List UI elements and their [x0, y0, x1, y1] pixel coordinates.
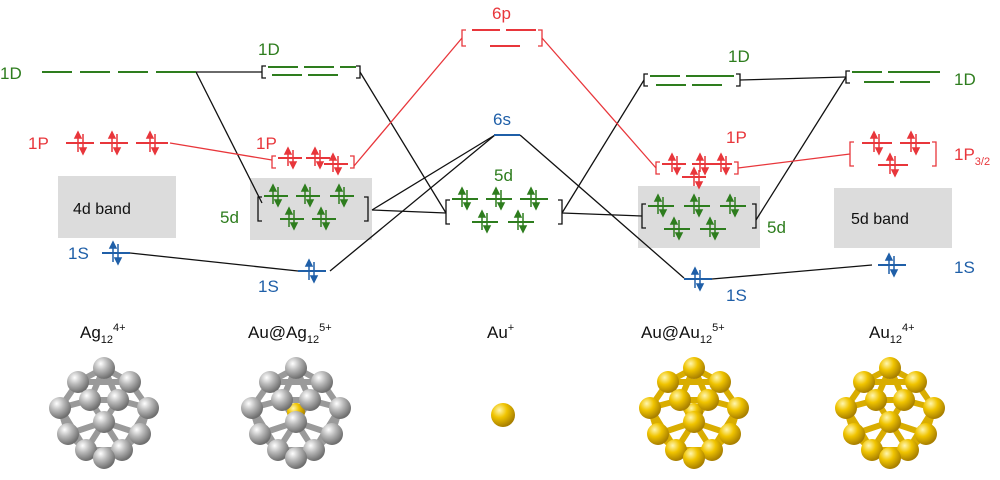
species-name-au: Au+	[487, 322, 514, 342]
ag-1p-electrons	[73, 130, 160, 156]
auag-1d-levels	[268, 66, 356, 76]
au12-1p-label: 1P3/2	[954, 145, 990, 168]
ag12-cluster-image	[49, 357, 159, 469]
ag-1p-label: 1P	[28, 134, 49, 153]
au-6s-label: 6s	[493, 110, 511, 129]
auau-1s-electrons	[690, 266, 705, 292]
auag-5d-electrons	[268, 183, 349, 231]
auag-5d-label: 5d	[220, 208, 239, 227]
species-name-au12: Au124+	[869, 322, 915, 346]
ag-1d-label: 1D	[0, 64, 22, 83]
ag-4d-band-label: 4d band	[73, 201, 131, 218]
au-5d-label: 5d	[494, 166, 513, 185]
au12-1p-bracket	[849, 141, 937, 167]
auau-1p-bracket	[655, 161, 739, 175]
auau-1s-label: 1S	[726, 286, 747, 305]
au-5d-levels	[452, 198, 548, 223]
au-6p-bracket	[461, 29, 543, 47]
auau-1d-levels	[650, 75, 734, 86]
auau-1d-bracket	[643, 73, 741, 87]
auau12-cluster-image	[639, 357, 749, 469]
connector-lines	[129, 37, 873, 280]
auag-5d-bracket	[257, 196, 369, 222]
au12-1d-levels	[852, 71, 940, 83]
au12-cluster-image	[835, 357, 945, 469]
auau-5d-electrons	[653, 193, 740, 241]
au12-1d-label: 1D	[954, 70, 976, 89]
auag12-cluster-image	[241, 357, 351, 469]
auag-1p-bracket	[271, 155, 355, 169]
species-name-auag12: Au@Ag125+	[248, 322, 332, 346]
species-name-ag12: Ag124+	[80, 322, 126, 346]
au12-1s-electrons	[884, 252, 899, 278]
au-5d-electrons	[457, 186, 541, 234]
auau-1d-label: 1D	[728, 47, 750, 66]
ag-4d-band-box	[58, 176, 176, 238]
au12-5d-band-box	[834, 188, 952, 248]
auau-5d-levels	[648, 205, 746, 230]
auag-5d-levels	[264, 195, 354, 220]
species-name-auau12: Au@Au125+	[641, 322, 725, 346]
auag-1s-electrons	[304, 258, 319, 284]
auau-1p-electrons	[667, 152, 731, 190]
au12-1p-levels	[862, 142, 930, 166]
ag-1s-label: 1S	[68, 244, 89, 263]
auag-5d-band-box	[250, 178, 372, 240]
auag-1s-label: 1S	[258, 277, 279, 296]
auag-1p-levels	[278, 157, 348, 165]
auag-1d-bracket	[261, 65, 361, 79]
auau-5d-label: 5d	[767, 218, 786, 237]
ag-1s-electrons	[108, 240, 123, 266]
au-6p-levels	[472, 29, 536, 47]
au12-1p-electrons	[869, 130, 921, 178]
auag-1p-label: 1P	[256, 134, 277, 153]
auau-1p-label: 1P	[726, 128, 747, 147]
au-atom-image	[491, 403, 515, 427]
auag-1d-label: 1D	[258, 40, 280, 59]
auag-1p-electrons	[283, 146, 343, 176]
au-5d-bracket	[445, 199, 563, 225]
au12-5d-band-label: 5d band	[851, 211, 909, 228]
au12-1s-label: 1S	[954, 258, 975, 277]
auau-5d-bracket	[641, 203, 757, 229]
au-6p-label: 6p	[492, 4, 511, 23]
au12-1d-bracket	[845, 70, 850, 84]
